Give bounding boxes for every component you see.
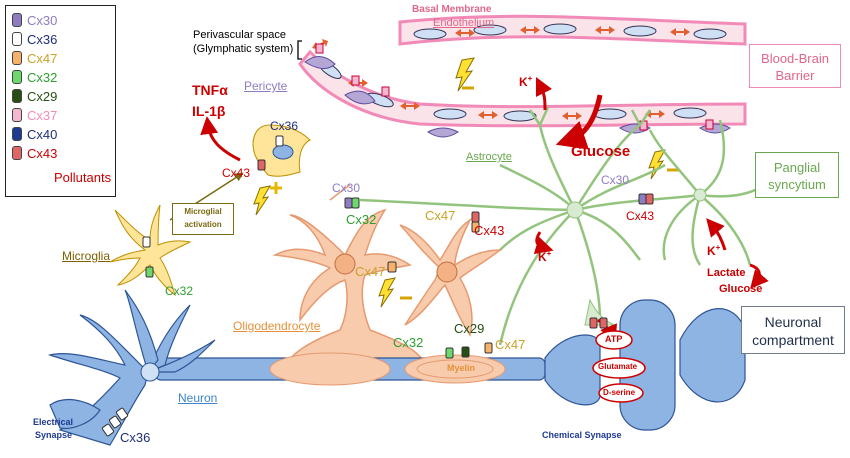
release-ellipses	[592, 330, 646, 403]
basal-membrane-label: Basal Membrane	[412, 4, 492, 15]
legend-label: Cx32	[27, 69, 58, 85]
cx43-activated-label: Cx43	[222, 166, 251, 180]
k-plus-mid-text: K	[538, 250, 547, 264]
panglial-box: Panglial syncytium	[755, 152, 839, 198]
legend-swatch	[12, 51, 22, 65]
perivascular-bracket	[297, 40, 302, 60]
pericyte-label: Pericyte	[244, 79, 288, 93]
bbb-label-1: Blood-Brain	[761, 51, 829, 66]
myelin-label: Myelin	[447, 363, 476, 373]
glucose-label: Glucose	[571, 143, 631, 160]
connexin-channels	[101, 135, 654, 437]
minus-markers	[400, 86, 679, 300]
microglial-activation-box: Microglial activation	[172, 203, 234, 235]
legend-label: Cx43	[27, 145, 58, 161]
il1b-label: IL-1β	[192, 103, 226, 119]
astrocyte-soma	[566, 201, 584, 219]
astrocyte-soma-right	[693, 188, 707, 202]
cx32-myelin-label: Cx32	[393, 335, 424, 350]
k-plus-right-text: K	[707, 244, 716, 258]
cx36-activated-label: Cx36	[270, 119, 299, 133]
legend-swatch	[12, 108, 22, 122]
legend-swatch	[12, 127, 22, 141]
legend-swatch	[12, 32, 22, 46]
legend-item: Cx37	[12, 107, 57, 123]
cx32-oligo-label: Cx32	[346, 212, 377, 227]
microglia-label: Microglia	[62, 249, 111, 263]
legend-item: Cx40	[12, 126, 57, 142]
blood-vessel-lower	[298, 39, 747, 138]
oligodendrocyte-soma	[334, 253, 356, 275]
activation-label-1: Microglial	[184, 207, 222, 216]
legend-label: Cx47	[27, 50, 58, 66]
glutamate-label: Glutamate	[598, 362, 638, 371]
atp-label: ATP	[605, 334, 623, 344]
legend-label: Cx36	[27, 31, 58, 47]
legend-pollutants-label: Pollutants	[54, 169, 112, 185]
cx47-oligo-mid-label: Cx47	[355, 264, 386, 279]
legend-label: Cx40	[27, 126, 58, 142]
glymphatic-label: (Glymphatic system)	[193, 43, 294, 55]
neuronal-label-2: compartment	[752, 332, 834, 348]
oligodendrocyte-label: Oligodendrocyte	[233, 319, 321, 333]
bbb-box: Blood-Brain Barrier	[749, 44, 841, 88]
cx30-astro-right-label: Cx30	[601, 173, 630, 187]
legend-item: Cx30	[12, 12, 57, 28]
chemical-synapse-label: Chemical Synapse	[542, 430, 622, 440]
legend-label: Cx37	[27, 107, 58, 123]
plus-markers	[270, 182, 282, 194]
cx43-astro-right-label: Cx43	[626, 209, 655, 223]
endothelium-label: Endothelium	[433, 17, 495, 29]
astrocyte-label: Astrocyte	[466, 151, 512, 163]
activation-label-2: activation	[184, 220, 222, 229]
k-plus-right-sup: +	[715, 243, 721, 252]
cx47-oligo-top-label: Cx47	[425, 208, 456, 223]
k-plus-mid-sup: +	[546, 249, 552, 258]
cx30-astro-left-label: Cx30	[332, 181, 361, 195]
legend-swatch	[12, 70, 22, 84]
cx29-myelin-label: Cx29	[454, 321, 485, 336]
neuronal-label-1: Neuronal	[764, 314, 822, 330]
oligodendrocyte	[272, 184, 503, 371]
microglia-activated	[252, 124, 311, 177]
legend-item: Cx47	[12, 50, 57, 66]
k-plus-top-label: K+	[519, 74, 533, 89]
myelin-sheath	[269, 352, 506, 386]
k-plus-top-text: K	[519, 75, 528, 89]
oligodendrocyte-soma-2	[436, 261, 458, 283]
legend-item: Cx43	[12, 145, 57, 161]
perivascular-label: Perivascular space	[193, 29, 286, 41]
glucose-right-label: Glucose	[719, 283, 763, 295]
k-plus-mid-label: K+	[538, 249, 552, 264]
legend-item: Cx32	[12, 69, 57, 85]
electrical-synapse-label-2: Synapse	[35, 430, 73, 440]
neuron-label: Neuron	[178, 391, 218, 405]
dserine-label: D-serine	[603, 388, 636, 397]
neuron-soma	[140, 362, 160, 382]
legend-item: Cx29	[12, 88, 57, 104]
tnf-label: TNFα	[192, 82, 228, 98]
legend-label: Cx29	[27, 88, 58, 104]
legend-swatch	[12, 89, 22, 103]
electrical-synapse-label-1: Electrical	[33, 417, 74, 427]
panglial-label-2: syncytium	[768, 177, 826, 192]
legend-swatch	[12, 13, 22, 27]
blood-vessel-upper	[398, 14, 747, 46]
k-plus-right-label: K+	[707, 243, 721, 258]
panglial-label-1: Panglial	[773, 160, 821, 175]
cx32-microglia-label: Cx32	[165, 284, 194, 298]
legend-swatch	[12, 146, 22, 160]
cx36-neuron-label: Cx36	[120, 430, 151, 445]
k-plus-top-sup: +	[527, 74, 533, 83]
bbb-label-2: Barrier	[775, 68, 815, 83]
neuronal-box: Neuronal compartment	[741, 306, 845, 354]
cx47-myelin-label: Cx47	[495, 337, 526, 352]
lactate-label: Lactate	[707, 267, 746, 279]
legend-label: Cx30	[27, 12, 58, 28]
cx43-astro-mid-label: Cx43	[474, 223, 505, 238]
legend-item: Cx36	[12, 31, 57, 47]
